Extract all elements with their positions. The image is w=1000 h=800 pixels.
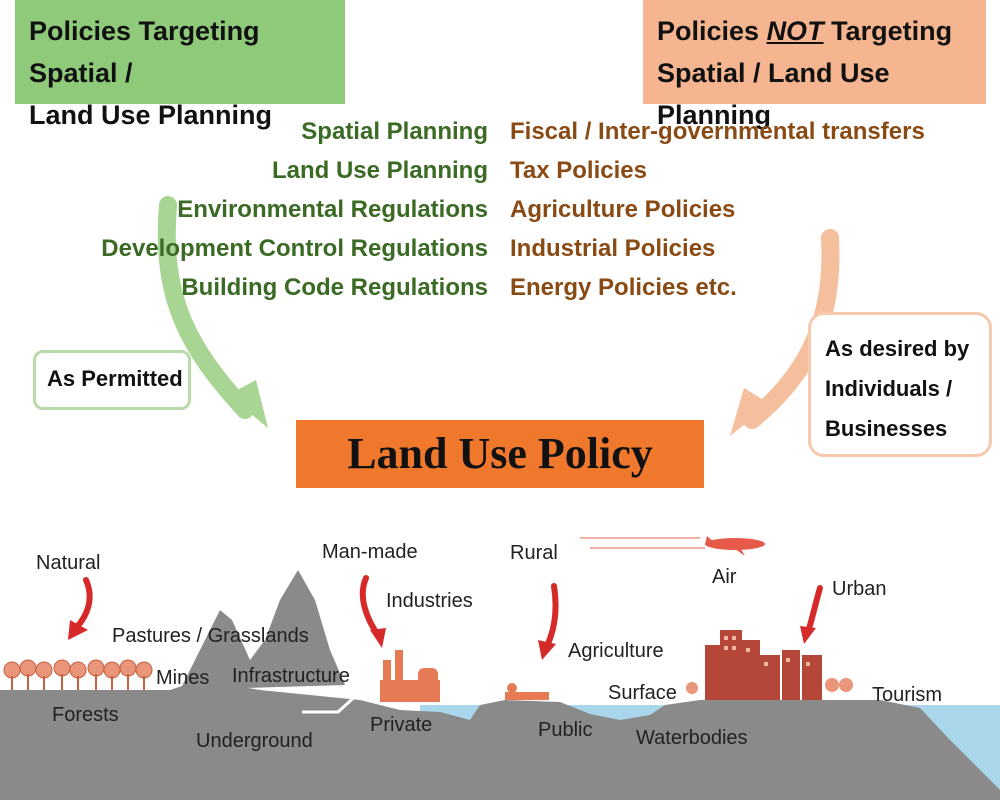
- list-item: Energy Policies etc.: [510, 274, 737, 301]
- as-desired-line3: Businesses: [825, 416, 948, 441]
- orange-arrow-head: [730, 388, 770, 436]
- label-underground: Underground: [196, 730, 313, 752]
- list-item: Agriculture Policies: [510, 196, 736, 223]
- list-item: Tax Policies: [510, 157, 647, 184]
- header-non-spatial-policies: Policies NOT Targeting Spatial / Land Us…: [643, 0, 986, 130]
- label-private: Private: [370, 714, 433, 736]
- header-spatial-policies: Policies Targeting Spatial / Land Use Pl…: [15, 0, 345, 130]
- list-item: Spatial Planning: [301, 118, 488, 145]
- label-tourism: Tourism: [872, 684, 943, 706]
- list-item: Building Code Regulations: [181, 274, 488, 301]
- label-surface: Surface: [608, 682, 677, 704]
- land-use-policy-title: Land Use Policy: [296, 420, 704, 488]
- list-item: Development Control Regulations: [101, 235, 488, 262]
- label-rural: Rural: [510, 542, 558, 564]
- as-permitted-box: As Permitted: [33, 350, 191, 410]
- label-air: Air: [712, 566, 737, 588]
- label-industries: Industries: [386, 590, 473, 612]
- farm: [505, 683, 549, 700]
- list-item: Environmental Regulations: [177, 196, 488, 223]
- forest-trees: [3, 659, 153, 679]
- factory: [380, 650, 440, 702]
- list-item: Fiscal / Inter-governmental transfers: [510, 118, 925, 145]
- header-left-line1: Policies Targeting Spatial /: [29, 16, 260, 88]
- label-infrastructure: Infrastructure: [232, 665, 350, 687]
- ground: [0, 680, 1000, 800]
- label-pastures: Pastures / Grasslands: [112, 625, 309, 647]
- label-manmade: Man-made: [322, 541, 418, 563]
- label-forests: Forests: [52, 704, 119, 726]
- header-right-line2: Spatial / Land Use Planning: [657, 58, 890, 130]
- header-left-line2: Land Use Planning: [29, 100, 273, 130]
- pipe-line: [302, 690, 362, 714]
- mountains: [180, 570, 345, 690]
- green-arrow: [157, 196, 254, 419]
- list-item: Land Use Planning: [271, 157, 488, 184]
- green-arrow-head: [228, 380, 268, 428]
- label-mines: Mines: [156, 667, 210, 689]
- spatial-policy-list: Spatial Planning Land Use Planning Envir…: [101, 112, 488, 307]
- as-desired-box: As desired by Individuals / Businesses: [808, 312, 992, 457]
- as-desired-line1: As desired by: [825, 336, 970, 361]
- label-natural: Natural: [36, 552, 101, 574]
- label-public: Public: [538, 719, 593, 741]
- list-item: Industrial Policies: [510, 235, 716, 262]
- non-spatial-policy-list: Fiscal / Inter-governmental transfers Ta…: [510, 112, 925, 307]
- label-agriculture: Agriculture: [568, 640, 664, 662]
- header-right-line1: Policies NOT Targeting: [657, 16, 953, 46]
- label-urban: Urban: [832, 578, 887, 600]
- label-waterbodies: Waterbodies: [636, 727, 748, 749]
- as-desired-line2: Individuals /: [825, 376, 953, 401]
- airplane: [580, 536, 765, 556]
